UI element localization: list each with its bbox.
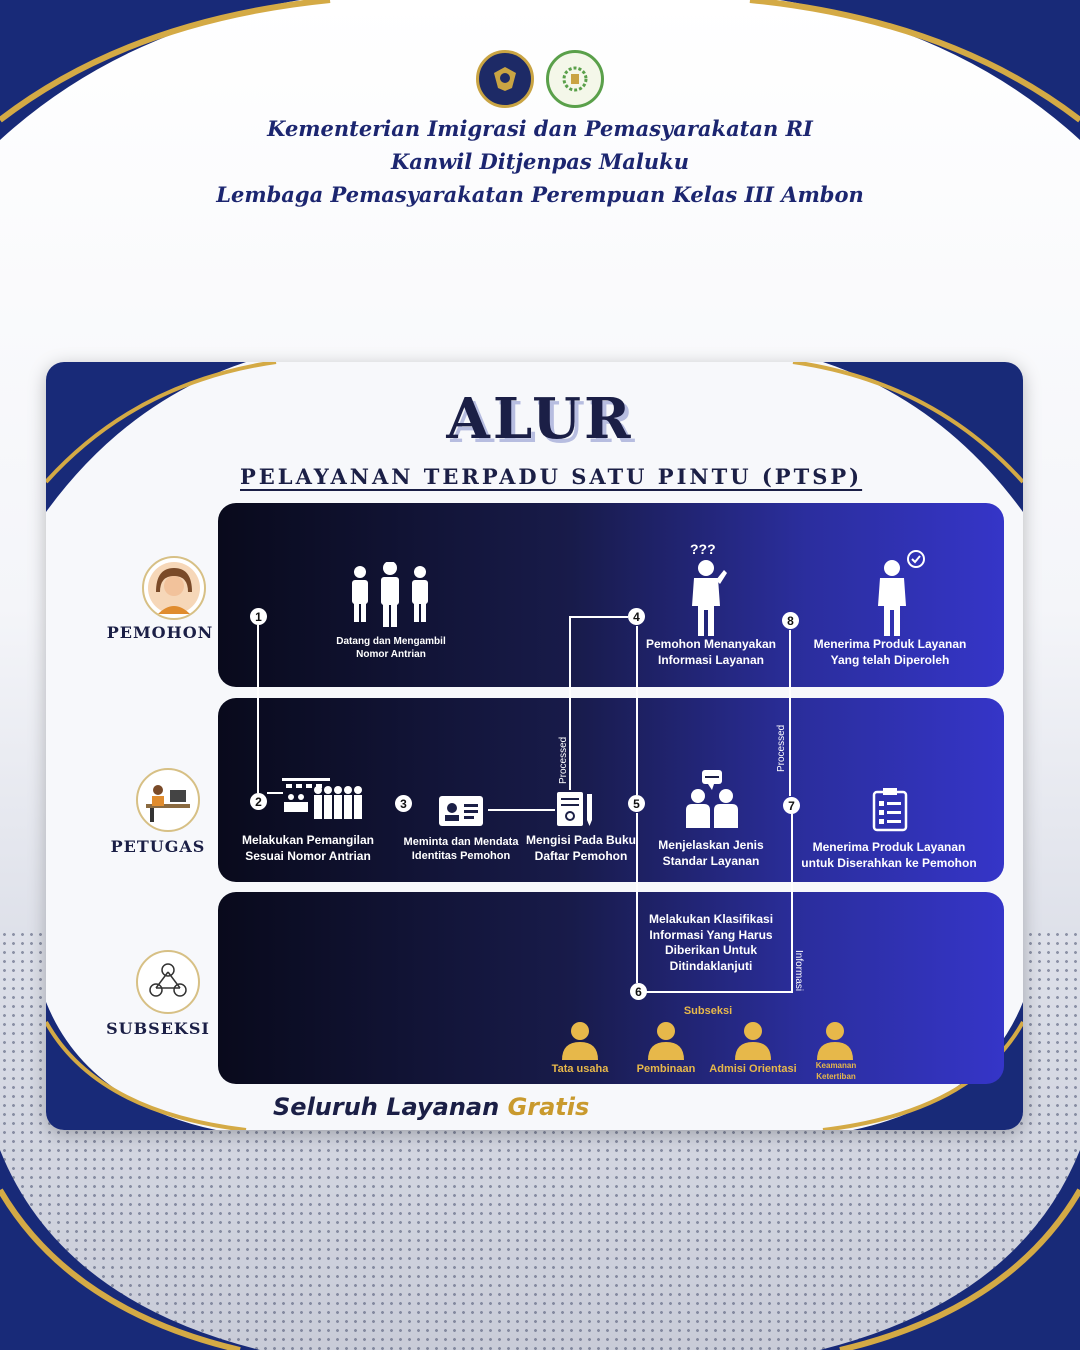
- logo-row: [0, 50, 1080, 108]
- lane-subseksi: [218, 892, 1004, 1084]
- title: ALUR: [446, 386, 634, 452]
- footer-slogan-main: Seluruh Layanan: [273, 1093, 500, 1121]
- subtitle: PELAYANAN TERPADU SATU PINTU (PTSP): [240, 464, 863, 489]
- role-pemohon: PEMOHON: [106, 623, 214, 642]
- step-8-text: Menerima Produk Layanan Yang telah Diper…: [813, 637, 967, 667]
- ministry-emblem-icon: [476, 50, 534, 108]
- id-card-icon: [439, 796, 483, 826]
- step-2-text: Melakukan Pemangilan Sesuai Nomor Antria…: [241, 833, 375, 863]
- header-ministry: Kementerian Imigrasi dan Pemasyarakatan …: [267, 116, 813, 141]
- person-icon: [735, 1022, 771, 1060]
- step-3b-text: Mengisi Pada Buku Daftar Pemohon: [525, 833, 637, 863]
- woman-avatar-icon: [142, 556, 206, 620]
- step-number-1: 1: [250, 608, 267, 625]
- consultation-icon: [686, 770, 738, 828]
- processed-label-left: Processed: [558, 736, 569, 784]
- step-5-text: Menjelaskan Jenis Standar Layanan: [658, 838, 764, 868]
- step-number-6: 6: [630, 983, 647, 1000]
- step-4-text: Pemohon Menanyakan Informasi Layanan: [645, 637, 777, 667]
- header-kanwil: Kanwil Ditjenpas Maluku: [391, 149, 689, 174]
- confused-person-icon: ???: [690, 541, 727, 636]
- unit-admisi-orientasi: Admisi Orientasi: [709, 1063, 797, 1075]
- step-number-4: 4: [628, 608, 645, 625]
- people-group-icon: [352, 562, 428, 627]
- informasi-label: Informasi: [793, 950, 804, 992]
- step-number-3: 3: [395, 795, 412, 812]
- unit-tata-usaha: Tata usaha: [551, 1063, 609, 1075]
- step-number-2: 2: [250, 793, 267, 810]
- checklist-icon: [872, 788, 908, 832]
- processed-label-right: Processed: [776, 724, 787, 772]
- lane-pemohon: [218, 503, 1004, 687]
- unit-pembinaan: Pembinaan: [636, 1063, 696, 1075]
- role-subseksi: SUBSEKSI: [106, 1019, 210, 1038]
- network-icon: [136, 950, 200, 1014]
- step-number-8: 8: [782, 612, 799, 629]
- footer-slogan-free: Gratis: [507, 1093, 590, 1121]
- unit-keamanan-ketertiban: Keamanan Ketertiban: [815, 1061, 857, 1082]
- role-petugas: PETUGAS: [110, 837, 206, 856]
- lapas-emblem-icon: [546, 50, 604, 108]
- step-number-7: 7: [783, 797, 800, 814]
- header-lapas: Lembaga Pemasyarakatan Perempuan Kelas I…: [216, 182, 864, 207]
- person-icon: [817, 1022, 853, 1060]
- form-pen-icon: [557, 792, 592, 826]
- card-corner-decor: [46, 362, 1023, 1130]
- officer-desk-icon: [136, 768, 200, 832]
- subseksi-title: Subseksi: [683, 1005, 733, 1017]
- footer-slogan: Seluruh Layanan Gratis: [273, 1093, 589, 1121]
- step-3-text: Meminta dan Mendata Identitas Pemohon: [403, 836, 519, 863]
- queue-icon: [282, 778, 362, 819]
- step-7-text: Menerima Produk Layanan untuk Diserahkan…: [801, 840, 977, 870]
- svg-text:???: ???: [690, 541, 716, 557]
- step-number-5: 5: [628, 795, 645, 812]
- person-check-icon: [878, 550, 925, 636]
- step-1-text: Datang dan Mengambil Nomor Antrian: [336, 636, 446, 660]
- person-icon: [562, 1022, 598, 1060]
- step-6-text: Melakukan Klasifikasi Informasi Yang Har…: [648, 912, 774, 973]
- person-icon: [648, 1022, 684, 1060]
